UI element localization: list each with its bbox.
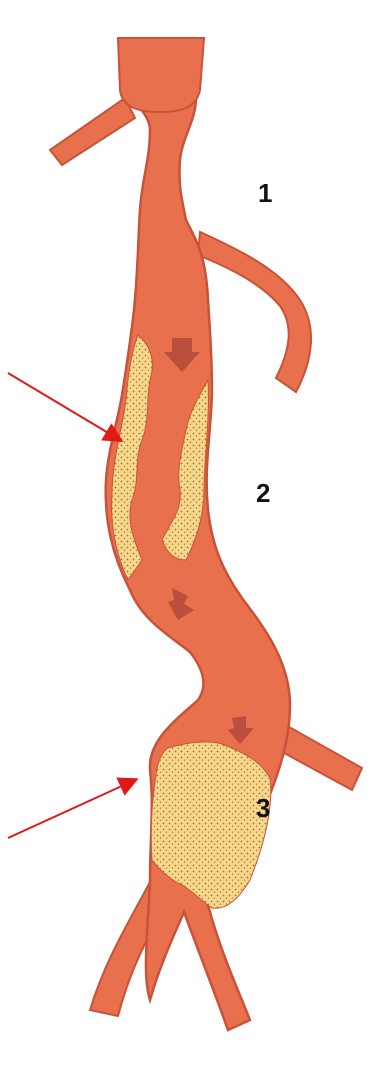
left-upper-branch xyxy=(50,98,135,165)
vessel-top xyxy=(118,38,204,112)
stage-label-3: 3 xyxy=(256,793,270,823)
stage-label-1: 1 xyxy=(258,178,272,208)
stage-label-2: 2 xyxy=(256,478,270,508)
right-curling-branch xyxy=(198,232,311,392)
red-arrow-icon xyxy=(8,373,120,440)
red-arrow-icon xyxy=(8,780,135,838)
